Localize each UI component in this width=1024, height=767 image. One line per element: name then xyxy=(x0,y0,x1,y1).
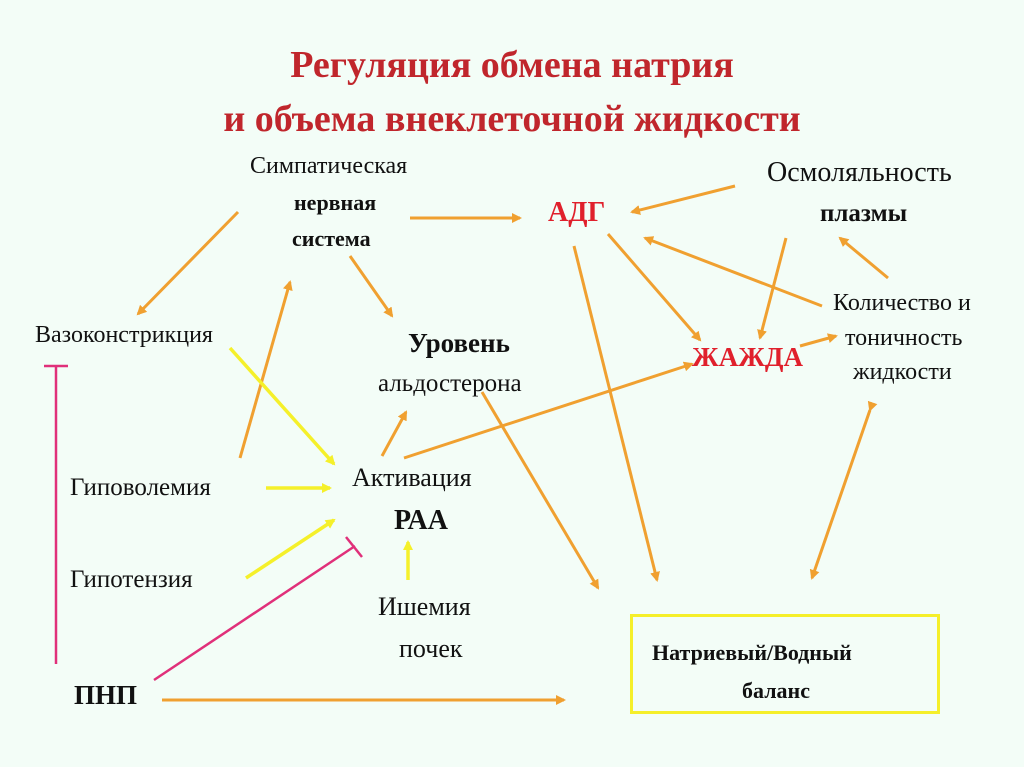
node-sympathetic-line-3: система xyxy=(292,226,371,251)
node-sympathetic-line-2: нервная xyxy=(294,190,377,215)
arrow-raa-to-thirst xyxy=(403,361,694,460)
arrow-osmolality-to-adh xyxy=(630,184,736,215)
node-ischemia-line-1: Ишемия xyxy=(378,592,471,621)
arrow-fluid-balance-link xyxy=(809,400,878,580)
arrow-sympathetic-to-vasoconstriction xyxy=(136,210,240,316)
node-fluid-line-3: жидкости xyxy=(853,359,952,385)
node-osmolality-line-1: Осмоляльность xyxy=(767,157,952,188)
arrow-sympathetic-to-aldosterone xyxy=(348,255,394,318)
arrow-raa-to-aldosterone xyxy=(380,410,408,457)
node-fluid-line-2: тоничность xyxy=(845,325,963,351)
arrow-adh-to-balance xyxy=(572,245,660,582)
node-balance-line-1: Натриевый/Водный xyxy=(652,640,852,665)
node-adh: АДГ xyxy=(548,197,606,228)
node-aldosterone-line-2: альдостерона xyxy=(378,370,522,397)
node-vasoconstriction: Вазоконстрикция xyxy=(35,322,213,348)
title-line-2: и объема внеклеточной жидкости xyxy=(223,98,801,140)
node-balance-line-2: баланс xyxy=(742,678,810,703)
node-raa-line-1: Активация xyxy=(352,463,472,492)
arrow-vasoconstriction-to-raa xyxy=(228,346,336,466)
node-ischemia-line-2: почек xyxy=(399,634,463,663)
arrow-hypotension-to-raa xyxy=(245,518,336,580)
node-thirst: ЖАЖДА xyxy=(692,342,803,372)
arrow-adh-to-thirst xyxy=(606,233,702,342)
arrow-osmolality-to-thirst xyxy=(757,237,788,340)
inhibit-anp-to-raa xyxy=(153,544,356,682)
node-fluid-line-1: Количество и xyxy=(833,290,971,316)
node-raa-line-2: РАА xyxy=(394,505,448,536)
arrow-aldosterone-to-balance xyxy=(480,391,600,590)
node-sympathetic-line-1: Симпатическая xyxy=(250,153,408,179)
inhibit-bar-raa xyxy=(345,536,363,558)
node-osmolality-line-2: плазмы xyxy=(820,200,908,227)
arrow-thirst-to-fluid xyxy=(799,333,838,348)
arrow-hypovolemia-to-sympathetic xyxy=(238,280,293,459)
node-hypovolemia: Гиповолемия xyxy=(70,474,211,501)
node-aldosterone-line-1: Уровень xyxy=(408,328,510,358)
title-line-1: Регуляция обмена натрия xyxy=(290,44,734,86)
node-hypotension: Гипотензия xyxy=(70,566,193,593)
arrow-fluid-to-osmolality xyxy=(838,236,889,280)
balance-box xyxy=(630,614,940,714)
arrow-fluid-to-adh xyxy=(643,236,823,308)
node-anp: ПНП xyxy=(74,680,138,710)
